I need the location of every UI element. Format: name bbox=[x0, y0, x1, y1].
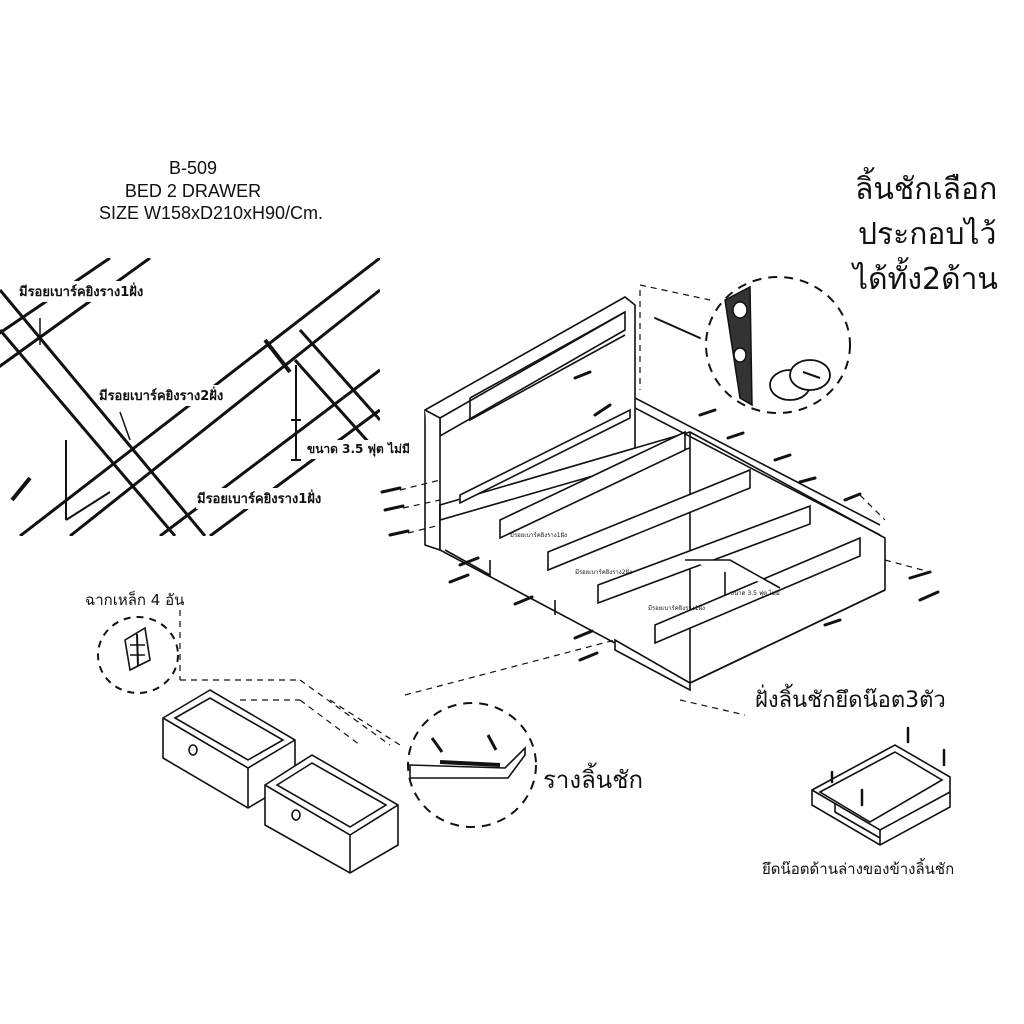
detail-label-groove-one-side-top: มีรอยเบาร์คยิงราง1ฝั่ง bbox=[18, 281, 145, 302]
screws bbox=[380, 317, 940, 662]
guide-lines bbox=[179, 284, 931, 746]
detail-label-groove-two-sides: มีรอยเบาร์คยิงราง2ฝั่ง bbox=[98, 385, 225, 406]
steel-brackets-note: ฉากเหล็ก 4 อัน bbox=[85, 591, 185, 609]
drawer-right bbox=[264, 754, 399, 874]
product-name: BED 2 DRAWER bbox=[124, 181, 262, 201]
reversible-drawer-note-line3: ได้ทั้ง2ด้าน bbox=[853, 262, 998, 297]
drawer-bottom-screws bbox=[830, 726, 946, 807]
product-size: SIZE W158xD210xH90/Cm. bbox=[98, 203, 324, 223]
detail-label-screw-size: ขนาด 3.5 ฟุต ไม่มี bbox=[306, 440, 411, 459]
bed-label-slot-one-side-b: มีรอยเบาร์คยิงราง1ฝั่ง bbox=[648, 605, 705, 612]
model-number: B-509 bbox=[168, 158, 218, 178]
drawer-rail-note: รางลิ้นชัก bbox=[543, 766, 644, 794]
drawer-bottom-detail bbox=[811, 744, 951, 846]
detail-label-groove-one-side-bottom: มีรอยเบาร์คยิงราง1ฝั่ง bbox=[196, 488, 323, 509]
bed-label-slot-two-sides: มีรอยเบาร์คยิงราง2ฝั่ง bbox=[575, 569, 632, 576]
drawer-side-screws-note: ฝั่งลิ้นชักยึดน๊อต3ตัว bbox=[755, 688, 946, 713]
reversible-drawer-note-line1: ลิ้นชักเลือก bbox=[855, 172, 998, 207]
bed-frame bbox=[424, 296, 886, 692]
steel-bracket-detail bbox=[97, 616, 179, 694]
cam-lock-detail bbox=[705, 276, 851, 414]
rail-detail bbox=[407, 702, 537, 828]
bed-label-size-note: ขนาด 3.5 ฟุต ไม่มี bbox=[730, 590, 780, 597]
bed-label-slot-one-side: มีรอยเบาร์คยิงราง1ฝั่ง bbox=[510, 532, 567, 539]
slat-detail-view bbox=[0, 258, 380, 536]
drawer-bottom-screws-note: ยึดน๊อตด้านล่างของข้างลิ้นชัก bbox=[762, 860, 955, 878]
drawer-left bbox=[162, 689, 296, 809]
reversible-drawer-note-line2: ประกอบไว้ bbox=[858, 217, 997, 252]
